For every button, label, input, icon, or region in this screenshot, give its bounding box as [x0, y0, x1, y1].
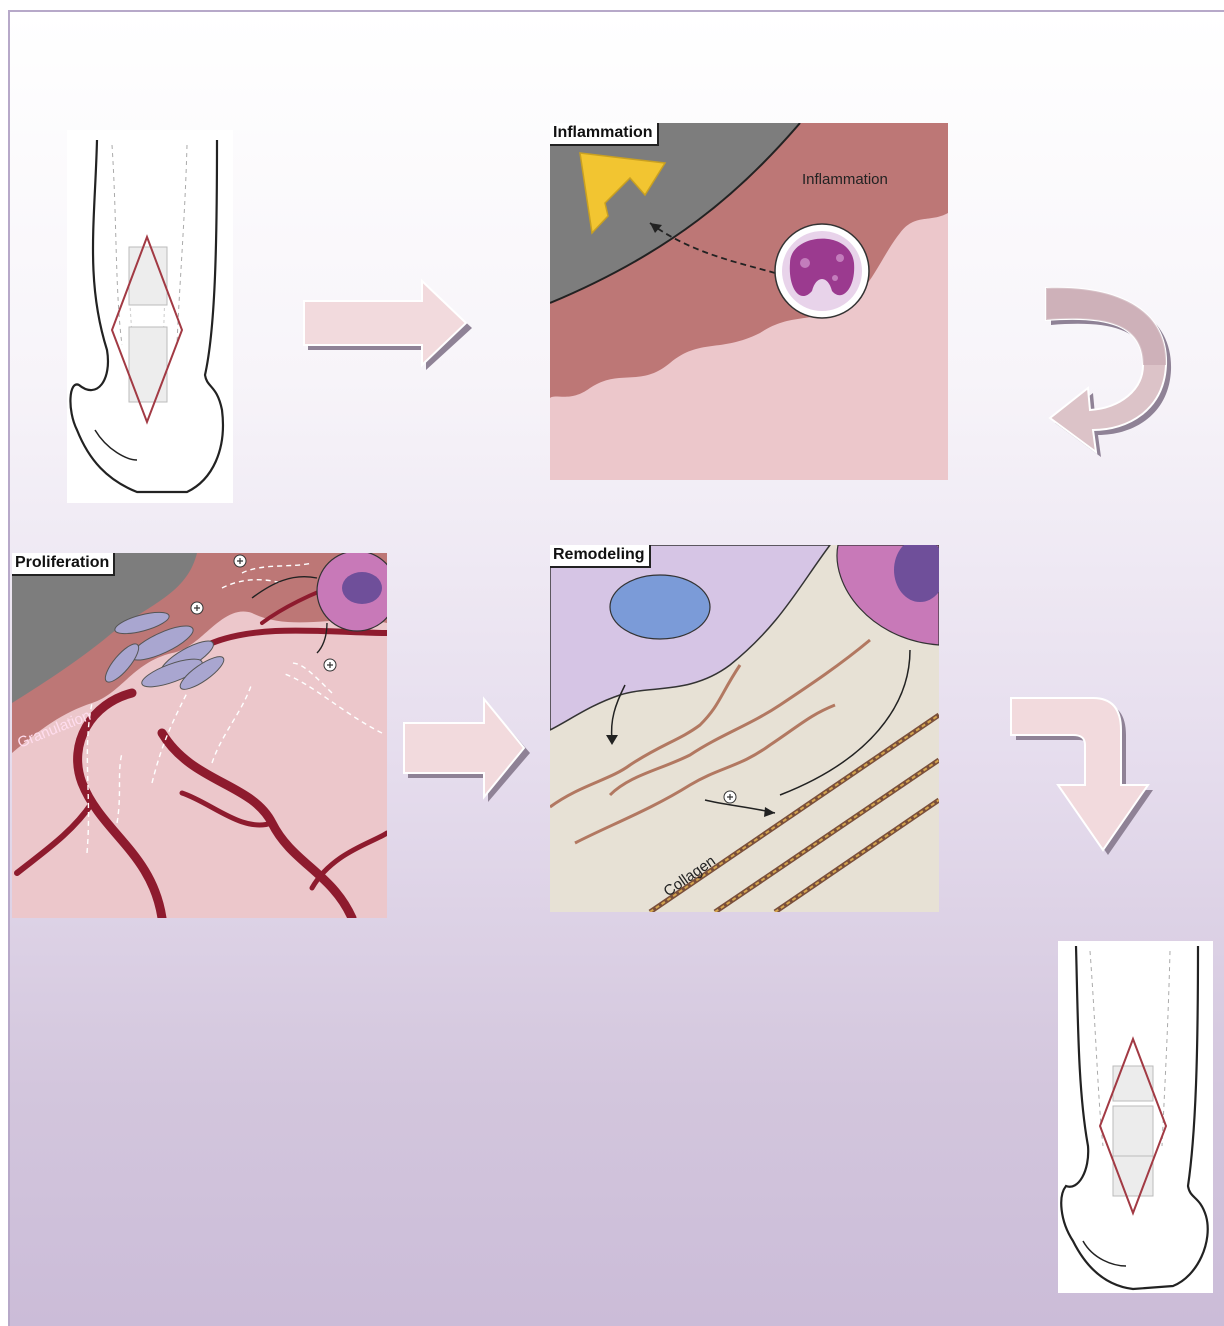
remodeling-panel: Collagen Remodeling — [550, 545, 939, 912]
diagram-frame: Inflammation Inflammation — [8, 10, 1224, 1326]
proliferation-panel: Granulation Proliferation — [12, 553, 387, 918]
remodeling-title: Remodeling — [550, 545, 651, 568]
tendon-before-illustration — [67, 130, 233, 503]
bent-arrow-icon — [1005, 692, 1165, 867]
block-arrow-icon — [300, 277, 475, 377]
block-arrow-icon — [400, 695, 535, 810]
inflammation-inner-label: Inflammation — [802, 171, 888, 188]
proliferation-title: Proliferation — [12, 553, 115, 576]
tendon-healed-illustration — [1058, 941, 1213, 1293]
inflammation-title: Inflammation — [550, 123, 659, 146]
curved-arrow-icon — [1040, 282, 1180, 467]
inflammation-panel: Inflammation Inflammation — [550, 123, 948, 480]
